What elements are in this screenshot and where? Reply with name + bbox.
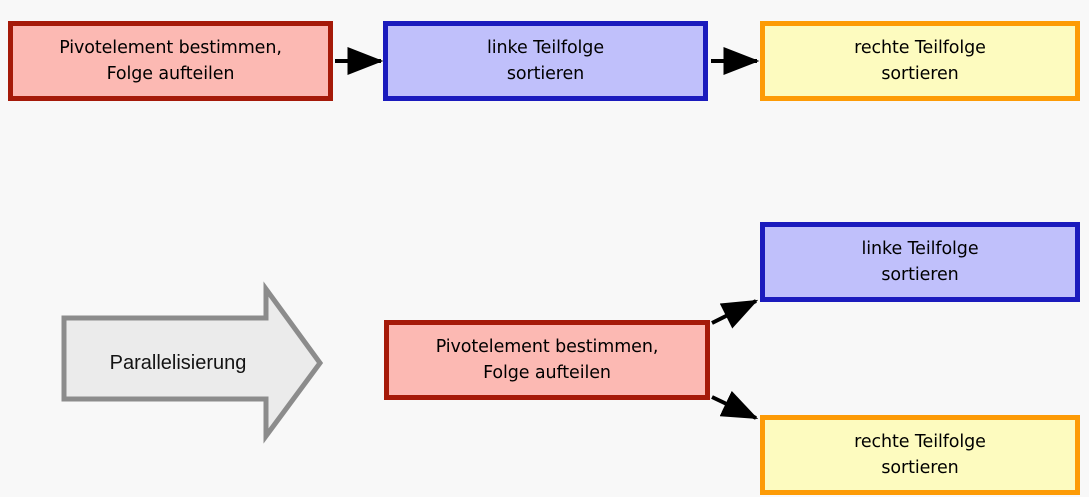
step-label: Pivotelement bestimmen, Folge aufteilen bbox=[59, 38, 282, 84]
step-right-sublist-bottom[interactable]: rechte Teilfolge sortieren bbox=[760, 415, 1080, 495]
step-label: rechte Teilfolge sortieren bbox=[854, 38, 986, 84]
connector-pivot-to-left-bottom bbox=[711, 299, 759, 329]
parallelization-arrow-label: Parallelisierung bbox=[109, 352, 247, 374]
step-label: Pivotelement bestimmen, Folge aufteilen bbox=[435, 337, 659, 383]
step-pivot-bottom[interactable]: Pivotelement bestimmen, Folge aufteilen bbox=[384, 320, 710, 400]
connector-pivot-to-right-bottom bbox=[711, 390, 759, 420]
step-label: linke Teilfolge sortieren bbox=[861, 239, 979, 285]
step-label: rechte Teilfolge sortieren bbox=[854, 432, 986, 478]
step-left-sublist-top[interactable]: linke Teilfolge sortieren bbox=[383, 21, 708, 101]
step-left-sublist-bottom[interactable]: linke Teilfolge sortieren bbox=[760, 222, 1080, 302]
step-label: linke Teilfolge sortieren bbox=[487, 38, 604, 84]
step-pivot-top[interactable]: Pivotelement bestimmen, Folge aufteilen bbox=[8, 21, 333, 101]
step-right-sublist-top[interactable]: rechte Teilfolge sortieren bbox=[760, 21, 1080, 101]
